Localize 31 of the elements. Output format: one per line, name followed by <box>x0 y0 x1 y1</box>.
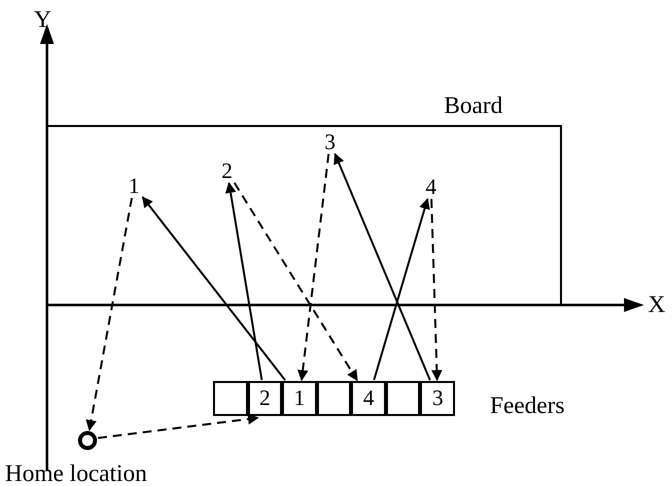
feeder-slot <box>386 381 420 416</box>
feeder-number: 2 <box>259 387 270 409</box>
feeder-number: 3 <box>432 387 444 409</box>
arrow <box>142 196 286 381</box>
arrow <box>334 152 431 380</box>
home-marker <box>78 431 97 450</box>
point-number: 4 <box>426 176 436 198</box>
arrow <box>98 414 259 439</box>
axis-label: Y <box>34 8 52 32</box>
feeder-number: 4 <box>363 387 374 409</box>
arrow <box>373 198 430 380</box>
feeder-number: 1 <box>294 387 305 409</box>
feeder-slot <box>248 381 282 416</box>
feeder-slot <box>213 381 248 416</box>
arrow <box>430 198 442 382</box>
caption-text: Feeders <box>490 394 565 418</box>
caption-text: Home location <box>5 462 147 486</box>
point-number: 3 <box>324 131 336 153</box>
point-number: 2 <box>222 160 232 182</box>
feeder-slot <box>420 381 455 416</box>
arrow <box>86 198 133 432</box>
feeder-strip <box>215 383 457 418</box>
arrow <box>297 154 330 382</box>
board-title: Board <box>444 95 503 117</box>
feeder-slot <box>316 381 352 416</box>
axis-label: X <box>648 293 666 317</box>
feeder-slot <box>282 381 317 416</box>
point-number: 1 <box>128 175 140 197</box>
arrow <box>234 182 358 382</box>
arrow <box>225 182 263 380</box>
feeder-slot <box>351 381 386 416</box>
